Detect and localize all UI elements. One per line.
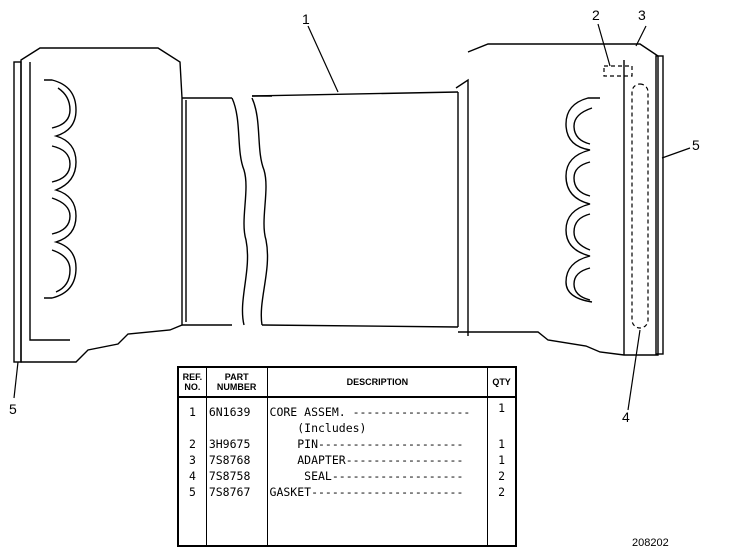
part-number: 3H9675 — [205, 436, 268, 452]
leader-5-right — [661, 147, 691, 159]
leader-3 — [635, 25, 647, 47]
qty: 1 — [487, 397, 517, 420]
description: GASKET---------------------- — [266, 484, 489, 500]
callout-4: 4 — [622, 409, 630, 425]
part-number: 7S8768 — [205, 452, 268, 468]
header-description: DESCRIPTION — [266, 366, 489, 398]
ref-no — [177, 420, 207, 436]
left-adapter — [182, 97, 232, 326]
qty: 2 — [487, 484, 517, 500]
ref-no: 3 — [177, 452, 207, 468]
table-row: 4 7S8758 SEAL------------------- 2 — [177, 468, 517, 484]
right-gasket-strip — [655, 55, 664, 355]
table-row: 1 6N1639 CORE ASSEM. ----------------- 1 — [177, 397, 517, 420]
figure-number: 208202 — [632, 537, 669, 549]
part-number — [205, 420, 268, 436]
header-ref-no: REF.NO. — [177, 366, 207, 398]
table-row: 2 3H9675 PIN--------------------- 1 — [177, 436, 517, 452]
callout-1: 1 — [302, 11, 310, 27]
part-number: 7S8767 — [205, 484, 268, 500]
pin-dashed — [603, 65, 633, 77]
core-left-segment — [231, 97, 249, 326]
callout-2: 2 — [592, 7, 600, 23]
right-tank-lobes — [565, 97, 600, 303]
leader-2 — [597, 23, 611, 67]
description: CORE ASSEM. ----------------- — [266, 397, 489, 420]
description: PIN--------------------- — [266, 436, 489, 452]
callout-5-left: 5 — [9, 401, 17, 417]
qty: 1 — [487, 436, 517, 452]
table-spacer-row — [177, 500, 517, 546]
description: SEAL------------------- — [266, 468, 489, 484]
part-number: 6N1639 — [205, 397, 268, 420]
header-qty: QTY — [487, 366, 517, 398]
table-row: (Includes) — [177, 420, 517, 436]
ref-no: 5 — [177, 484, 207, 500]
callout-3: 3 — [638, 7, 646, 23]
seal-dashed — [631, 83, 649, 329]
core-main — [251, 91, 459, 328]
qty: 1 — [487, 452, 517, 468]
left-gasket-strip — [13, 61, 22, 363]
leader-1 — [307, 25, 339, 93]
left-tank-inner-edge — [29, 62, 70, 341]
callout-5-right: 5 — [692, 137, 700, 153]
qty — [487, 420, 517, 436]
ref-no: 1 — [177, 397, 207, 420]
ref-no: 2 — [177, 436, 207, 452]
core-break-right — [251, 97, 269, 326]
description: (Includes) — [266, 420, 489, 436]
table-row: 5 7S8767 GASKET---------------------- 2 — [177, 484, 517, 500]
part-number: 7S8758 — [205, 468, 268, 484]
right-tank — [458, 43, 659, 356]
leader-4 — [627, 329, 641, 411]
left-tank-lobes — [44, 79, 77, 299]
ref-no: 4 — [177, 468, 207, 484]
table-row: 3 7S8768 ADAPTER----------------- 1 — [177, 452, 517, 468]
description: ADAPTER----------------- — [266, 452, 489, 468]
leader-5-left — [13, 361, 19, 399]
qty: 2 — [487, 468, 517, 484]
left-tank — [20, 47, 183, 363]
